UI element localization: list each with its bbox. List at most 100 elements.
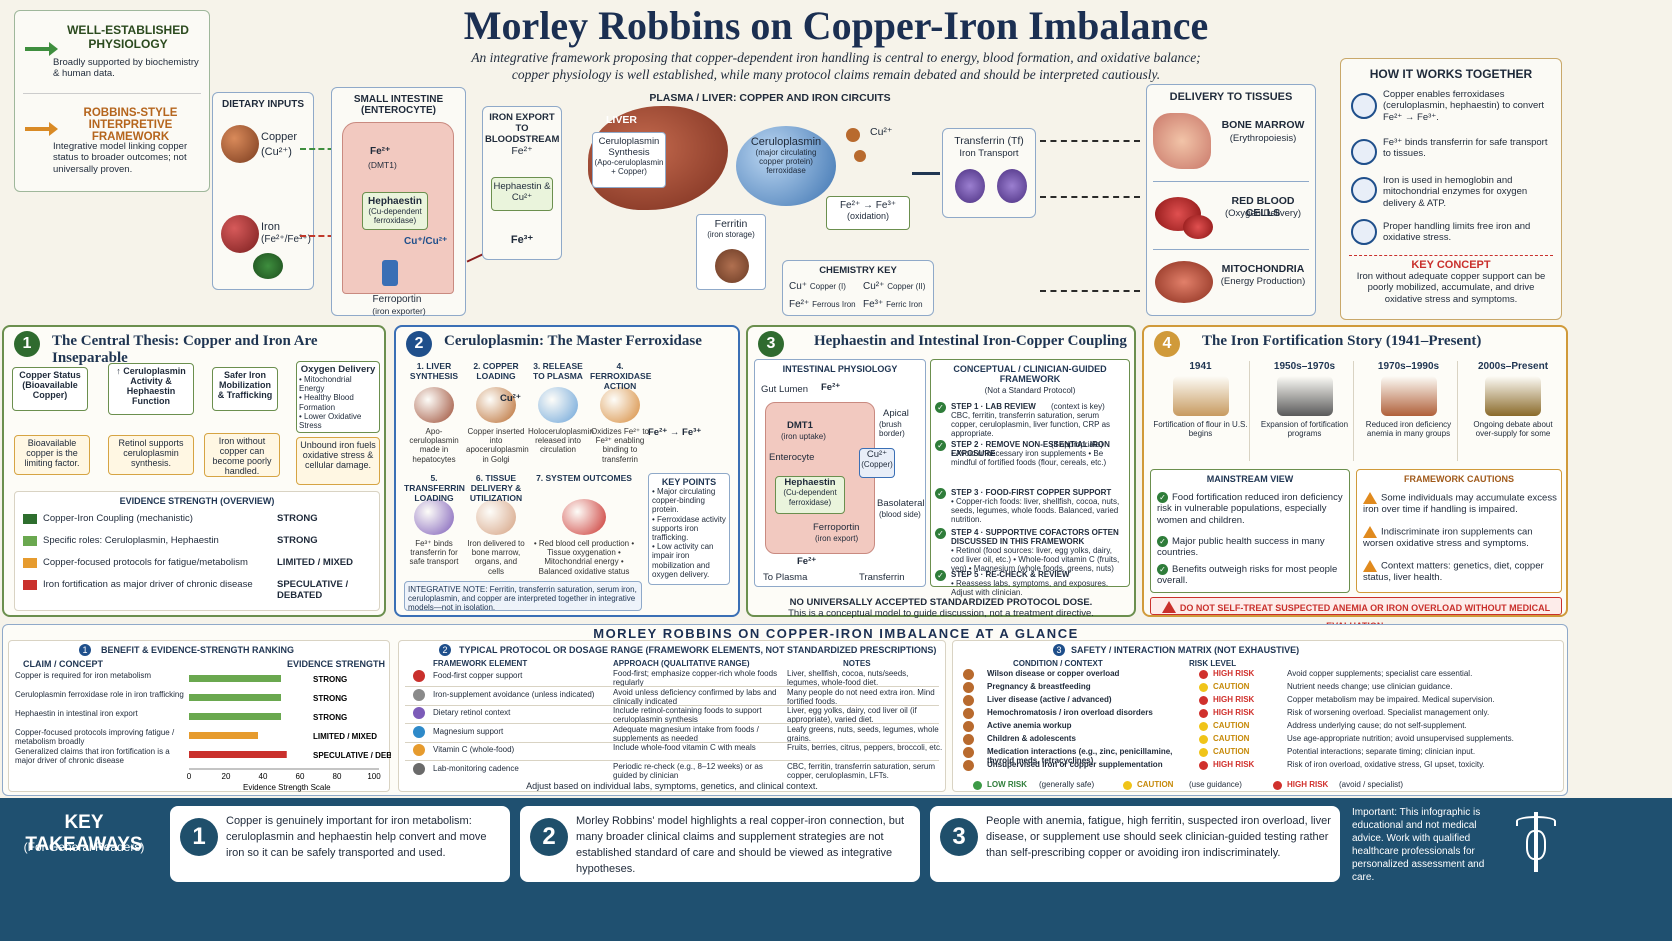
phys-dmt1: DMT1 [787,420,813,431]
risk-dot-icon [1199,748,1208,757]
protocol-approach: Avoid unless deficiency confirmed by lab… [613,687,777,706]
ranking-claim-text: Hephaestin in intestinal iron export [15,709,138,718]
phys-cu: Cu²⁺ [866,449,888,460]
ranking-scale-label: Evidence Strength Scale [243,783,331,792]
section-3-number: 3 [758,331,784,357]
section-4-title: The Iron Fortification Story (1941–Prese… [1202,333,1482,349]
ranking-claim: Hephaestin in intestinal iron export [15,709,138,718]
copper-to-intestine-arrow [300,148,352,150]
protocol-title: TYPICAL PROTOCOL OR DOSAGE RANGE (FRAMEW… [459,645,937,655]
safety-risk: HIGH RISK [1213,760,1255,769]
orange-arrow-icon [25,127,51,131]
intestine-fe2: Fe²⁺ [370,146,391,157]
framework-step-check-icon: ✓ [935,528,946,539]
ferroxidase-step-title: 4. FERROXIDASE ACTION [590,361,652,391]
ranking-claim: Ceruloplasmin ferroxidase role in iron t… [15,690,184,699]
how-item-1: Copper enables ferroxidases (ceruloplasm… [1383,89,1545,123]
green-arrow-head [49,42,58,56]
protocol-approach: Adequate magnesium intake from foods / s… [613,724,759,743]
mainstream-item-2: ✓Major public health success in many cou… [1157,536,1325,559]
ferroxidase-step-text: Fe³⁺ binds transferrin for safe transpor… [409,539,459,567]
s2-copper-label: Cu²⁺ [500,393,521,404]
key-point-2: • Ferroxidase activity supports iron tra… [652,514,726,542]
era-year: 1941 [1189,361,1212,372]
key-point-3: • Low activity can impair iron mobilizat… [652,542,714,579]
key-concept-title: KEY CONCEPT [1411,259,1491,271]
framework-step-check-icon: ✓ [935,570,946,581]
safety-note: Risk of iron overload, oxidative stress,… [1287,760,1485,769]
evidence-label: Specific roles: Ceruloplasmin, Hephaesti… [43,535,219,546]
phys-ferroportin: Ferroportin [813,522,860,533]
safety-risk: HIGH RISK [1213,669,1255,678]
protocol-approach: Food-first; emphasize copper-rich whole … [613,669,778,688]
era-year: 2000s–Present [1477,361,1549,372]
protocol-notes: Fruits, berries, citrus, peppers, brocco… [787,743,943,752]
protocol-footnote: Adjust based on individual labs, symptom… [526,781,818,791]
risk-dot-icon [1199,722,1208,731]
fw-title: CONCEPTUAL / CLINICIAN-GUIDED FRAMEWORK [953,364,1107,384]
takeaway-2: 2 Morley Robbins' model highlights a rea… [520,806,920,882]
protocol-element: Iron-supplement avoidance (unless indica… [433,689,595,699]
marrow-sub: (Erythropoiesis) [1229,133,1297,144]
key-point-1: • Major circulating copper-binding prote… [652,487,716,515]
ferritin-label: Ferritin [714,218,748,230]
protocol-row-icon [413,744,425,756]
takeaway-1: 1 Copper is genuinely important for iron… [170,806,510,882]
ferritin-sub: (iron storage) [707,230,755,239]
greens-icon [253,253,283,279]
era-illustration [1276,376,1333,416]
risk-dot-icon [1199,696,1208,705]
takeaway-2-number: 2 [530,818,568,856]
dietary-inputs-title: DIETARY INPUTS [221,99,305,110]
subtitle-line-2: copper physiology is well established, w… [511,67,1161,82]
oxygen-title: Oxygen Delivery [300,364,376,375]
mainstream-item-1: ✓Food fortification reduced iron deficie… [1157,492,1343,526]
safety-panel: 3 SAFETY / INTERACTION MATRIX (NOT EXHAU… [952,640,1564,792]
framework-step-text: • Copper-rich foods: liver, shellfish, c… [951,497,1120,525]
red-blood-cells-icon-2 [1183,215,1213,239]
era-text: Ongoing debate about over-supply for som… [1473,420,1553,439]
diet-copper-label: Copper [261,131,298,143]
key-concept-text: Iron without adequate copper support can… [1356,271,1546,305]
ranking-panel: 1 BENEFIT & EVIDENCE-STRENGTH RANKING CL… [8,640,391,792]
export-fe3: Fe³⁺ [510,234,534,246]
ferroxidase-step-illustration [414,387,454,423]
oxygen-item-2: • Healthy Blood Formation [299,393,354,412]
chem-cu1-text: Copper (I) [809,282,846,291]
risk-dot-icon [1199,709,1208,718]
ranking-tick: 0 [187,772,192,781]
mito-label: MITOCHONDRIA [1221,263,1305,275]
dietary-inputs-box: DIETARY INPUTS Copper (Cu²⁺) Iron (Fe²⁺/… [212,92,314,290]
chem-fe3: Fe³⁺ [863,299,884,310]
protocol-approach: Periodic re-check (e.g., 8–12 weeks) or … [613,761,763,780]
safety-row-icon [963,721,974,732]
orange-arrow-head [49,122,58,136]
caution-item-1-text: Some individuals may accumulate excess i… [1363,492,1557,515]
caution-item-3-text: Context matters: genetics, diet, copper … [1363,560,1544,583]
takeaways-title: KEY TAKEAWAYS [25,812,143,855]
safety-note: Use age-appropriate nutrition; avoid uns… [1287,734,1514,743]
ranking-bar [189,732,258,739]
mainstream-box: MAINSTREAM VIEW ✓Food fortification redu… [1150,469,1350,593]
how-it-works-box: HOW IT WORKS TOGETHER Copper enables fer… [1340,58,1562,320]
legend-risk-sub: (avoid / specialist) [1339,780,1404,789]
legend-risk-sub: (use guidance) [1189,780,1242,789]
ranking-claim-text: Generalized claims that iron fortificati… [15,747,170,766]
legend-risk-sub: (generally safe) [1039,780,1095,789]
tf-to-marrow-arrow [1040,140,1140,142]
era-text: Expansion of fortification programs [1260,420,1349,439]
subtitle-line-1: An integrative framework proposing that … [471,50,1201,65]
safety-note: Nutrient needs change; use clinician gui… [1287,682,1453,691]
diet-iron-label: Iron [261,221,280,233]
thesis-note-3: Iron without copper can become poorly ha… [204,433,280,477]
era-illustration [1380,376,1437,416]
ferroxidase-step-text: Copper inserted into apoceruloplasmin in… [466,427,529,464]
diet-copper-ion: (Cu²⁺) [261,146,292,158]
ranking-level: SPECULATIVE / DEBATED [313,751,391,760]
evidence-label: Copper-focused protocols for fatigue/met… [43,557,248,568]
section-hephaestin: 3 Hephaestin and Intestinal Iron-Copper … [746,325,1136,619]
protocol-number: 2 [439,644,451,656]
protocol-element: Dietary retinol context [433,708,511,717]
